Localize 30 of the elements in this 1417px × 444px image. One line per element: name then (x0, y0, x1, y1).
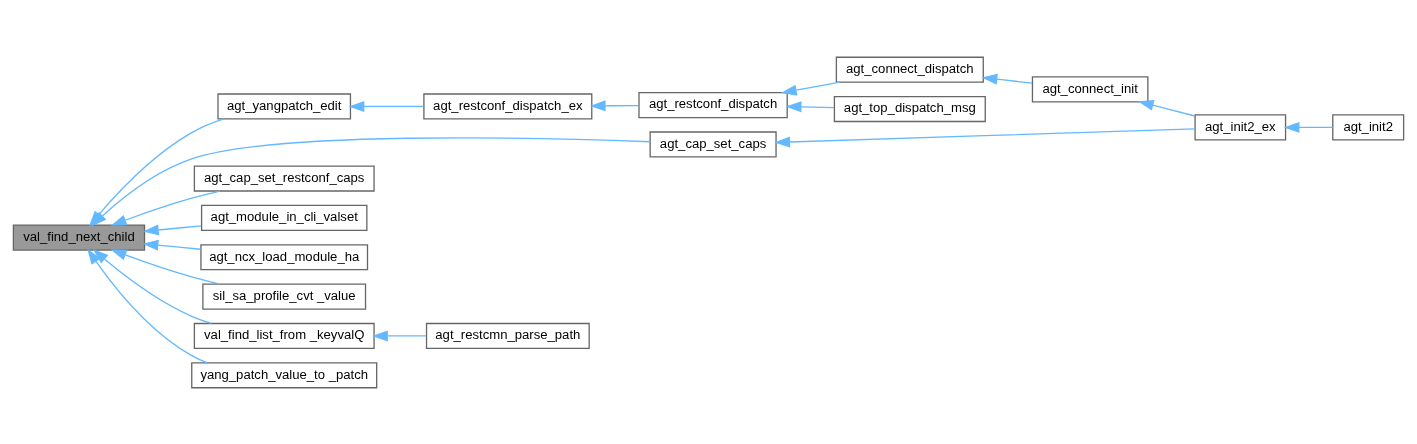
node-box: yang_patch_value_to _patch (191, 361, 378, 388)
arrow (348, 100, 425, 112)
arrow (110, 249, 221, 285)
node-box: agt_connect_dispatch (835, 56, 984, 83)
node-box: sil_sa_profile_cvt _value (202, 283, 367, 310)
arrow (1137, 99, 1196, 117)
node-box: agt_yangpatch_edit (217, 92, 352, 120)
node-box: agt_top_dispatch_msg (833, 95, 986, 122)
arrow (372, 329, 427, 341)
node-box: agt_cap_set_caps (649, 130, 777, 158)
node-box: agt_init2 (1332, 113, 1405, 141)
node-box: agt_restconf_dispatch_ex (423, 92, 593, 120)
arrow (589, 99, 640, 111)
node-box: agt_init2_ex (1194, 113, 1287, 141)
arrow (785, 100, 835, 112)
arrow (143, 223, 202, 235)
arrow (1283, 121, 1334, 133)
arrow (774, 127, 1196, 147)
arrow (780, 81, 841, 96)
node-box: agt_restconf_dispatch (638, 91, 788, 118)
node-box: agt_restcmn_parse_path (425, 322, 590, 349)
arrow (87, 248, 208, 363)
node-box: agt_ncx_load_module_ha (200, 243, 369, 270)
node-box: agt_cap_set_restconf_caps (193, 164, 375, 192)
node-box: agt_connect_init (1031, 75, 1149, 102)
arrow (142, 239, 202, 251)
node-box: val_find_list_from _keyvalQ (193, 322, 375, 349)
arrow (981, 73, 1033, 85)
node-box: val_find_next_child (12, 223, 146, 251)
node-box: agt_module_in_cli_valset (200, 204, 368, 231)
